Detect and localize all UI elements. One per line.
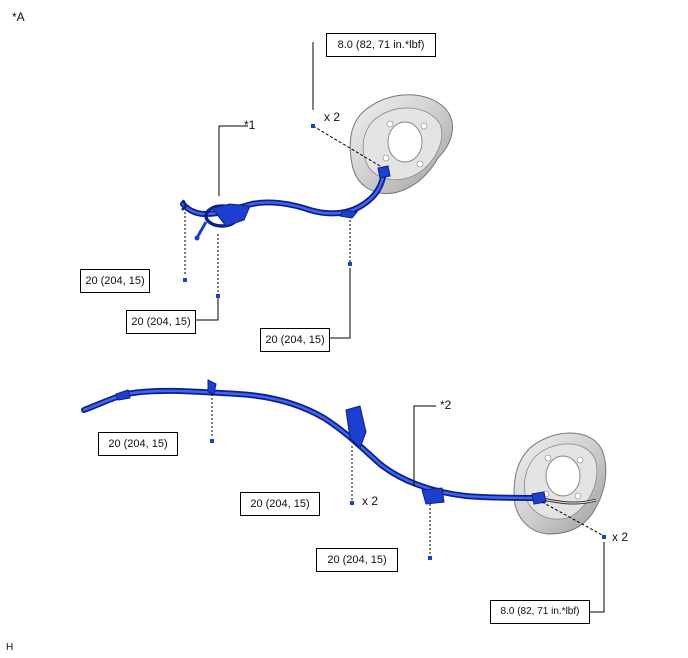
bolt-marker xyxy=(311,124,315,128)
torque-spec-lower-shield: 8.0 (82, 71 in.*lbf) xyxy=(490,600,590,624)
torque-spec-upper-left: 20 (204, 15) xyxy=(80,269,150,293)
torque-spec-lower-right: 20 (204, 15) xyxy=(316,548,398,572)
figure-label: *A xyxy=(12,10,25,24)
torque-spec-lower-mid: 20 (204, 15) xyxy=(240,492,320,516)
brake-cable-no2 xyxy=(81,379,597,505)
bolt-marker xyxy=(428,556,432,560)
bolt-markers-upper xyxy=(183,124,352,298)
corner-mark: H xyxy=(6,642,14,653)
dust-shield-upper xyxy=(349,94,453,194)
bolt-markers-lower xyxy=(210,439,606,560)
bolt-marker xyxy=(183,278,187,282)
bolt-marker xyxy=(216,294,220,298)
torque-spec-upper-mid: 20 (204, 15) xyxy=(126,310,196,334)
quantity-upper-shield: x 2 xyxy=(324,110,341,124)
bolt-marker xyxy=(348,262,352,266)
bolt-marker xyxy=(350,501,354,505)
torque-spec-upper-right: 20 (204, 15) xyxy=(260,328,330,352)
quantity-lower-shield: x 2 xyxy=(612,530,629,544)
leader-lines-upper xyxy=(184,42,381,339)
torque-spec-lower-left: 20 (204, 15) xyxy=(98,432,178,456)
bolt-marker xyxy=(210,439,214,443)
torque-spec-upper-shield: 8.0 (82, 71 in.*lbf) xyxy=(326,33,436,57)
callout-part-2: *2 xyxy=(440,398,452,412)
leader-lines-lower xyxy=(211,394,605,613)
dust-shield-lower xyxy=(513,432,607,535)
bolt-marker xyxy=(602,535,606,539)
quantity-lower-mid: x 2 xyxy=(362,494,379,508)
callout-part-1: *1 xyxy=(244,118,256,132)
brake-cable-no1 xyxy=(180,165,391,241)
